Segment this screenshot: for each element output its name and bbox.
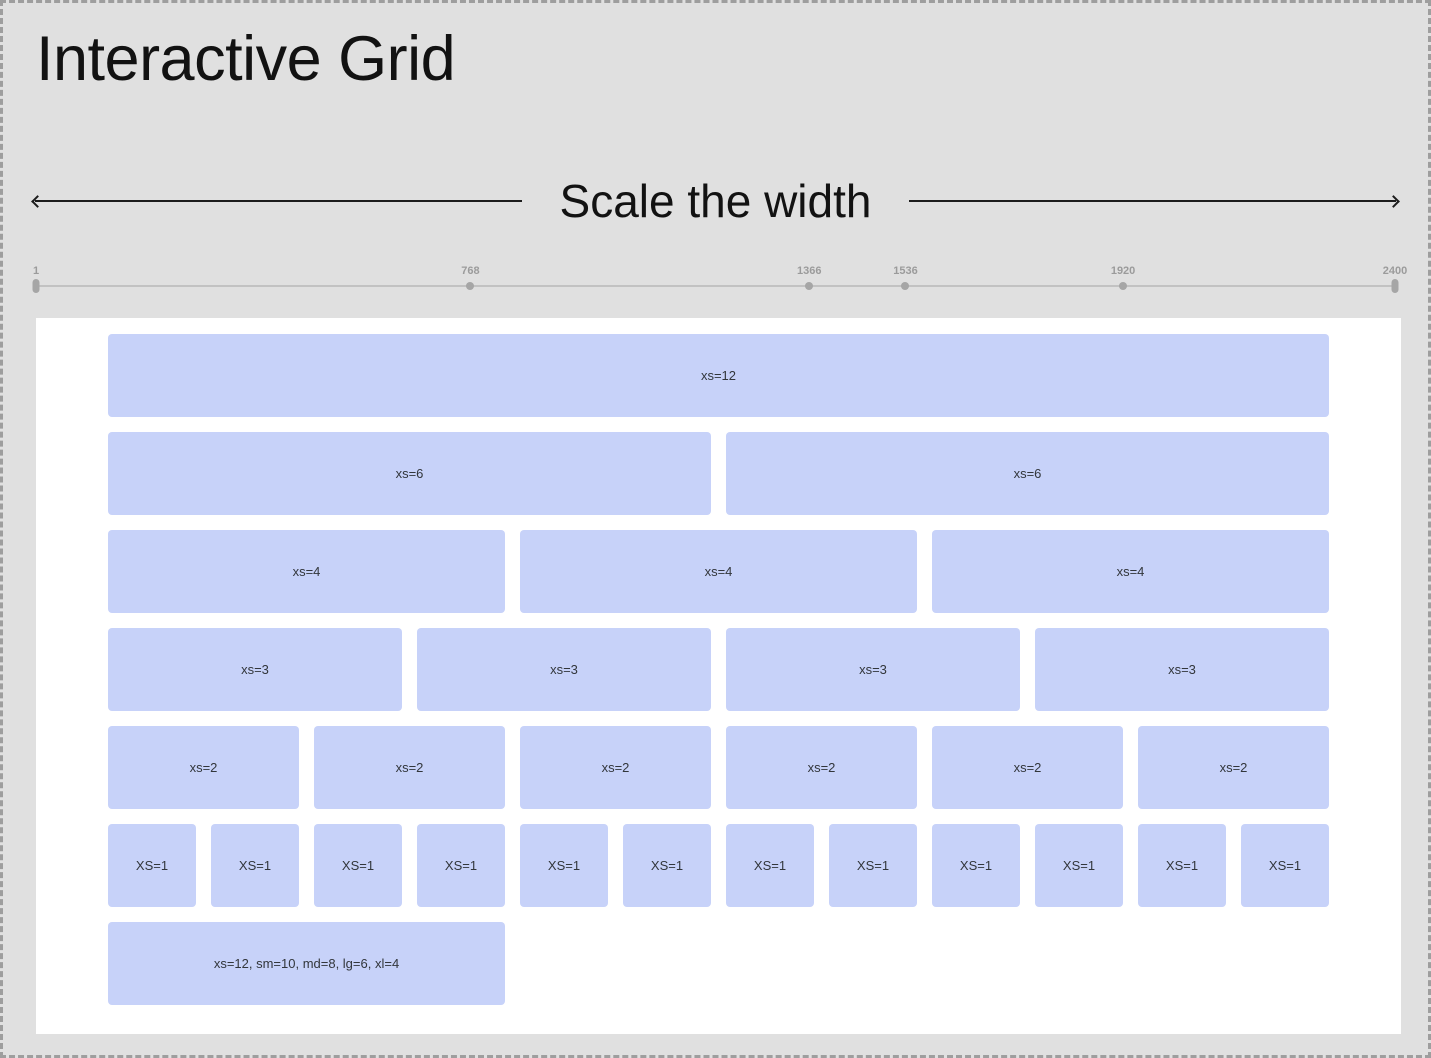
grid-cell: xs=3 — [108, 628, 402, 711]
grid-cell: XS=1 — [211, 824, 299, 907]
grid-cell: XS=1 — [829, 824, 917, 907]
slider-dot-icon — [466, 282, 475, 290]
grid-row-xs3: xs=3 xs=3 xs=3 xs=3 — [108, 628, 1329, 711]
slider-handle-min[interactable] — [32, 279, 40, 293]
grid-cell: xs=3 — [417, 628, 711, 711]
grid-cell: xs=6 — [726, 432, 1329, 515]
arrow-right-icon — [909, 194, 1400, 208]
grid-cell: xs=2 — [520, 726, 711, 809]
grid-cell: XS=1 — [1241, 824, 1329, 907]
scale-width-label: Scale the width — [559, 175, 872, 227]
grid-cell: xs=4 — [520, 530, 917, 613]
grid-row-xs12: xs=12 — [108, 334, 1329, 417]
slider-dot-icon — [1119, 282, 1128, 290]
grid-cell: xs=2 — [1138, 726, 1329, 809]
grid-cell: xs=2 — [108, 726, 299, 809]
grid-cell: XS=1 — [314, 824, 402, 907]
arrow-left-icon — [31, 194, 522, 208]
grid-cell: xs=2 — [314, 726, 505, 809]
grid-cell: xs=2 — [932, 726, 1123, 809]
width-slider[interactable]: 1 768 1366 1536 1920 2400 — [32, 255, 1407, 303]
grid-cell: XS=1 — [932, 824, 1020, 907]
grid-row-xs2: xs=2 xs=2 xs=2 xs=2 xs=2 xs=2 — [108, 726, 1329, 809]
grid-cell: XS=1 — [1035, 824, 1123, 907]
grid-cell: XS=1 — [520, 824, 608, 907]
grid-cell: XS=1 — [108, 824, 196, 907]
grid-cell: XS=1 — [417, 824, 505, 907]
grid-cell: xs=2 — [726, 726, 917, 809]
scale-width-header: Scale the width — [31, 169, 1400, 233]
grid-cell: XS=1 — [1138, 824, 1226, 907]
grid-row-xs4: xs=4 xs=4 xs=4 — [108, 530, 1329, 613]
grid-cell: xs=6 — [108, 432, 711, 515]
grid-demo-panel: xs=12 xs=6 xs=6 xs=4 xs=4 xs=4 xs=3 xs=3… — [36, 318, 1401, 1034]
slider-dot-icon — [901, 282, 910, 290]
grid-row-xs6: xs=6 xs=6 — [108, 432, 1329, 515]
grid-rows: xs=12 xs=6 xs=6 xs=4 xs=4 xs=4 xs=3 xs=3… — [108, 334, 1329, 1005]
grid-row-xs1: XS=1 XS=1 XS=1 XS=1 XS=1 XS=1 XS=1 XS=1 … — [108, 824, 1329, 907]
grid-cell: xs=12, sm=10, md=8, lg=6, xl=4 — [108, 922, 505, 1005]
grid-cell: xs=4 — [932, 530, 1329, 613]
grid-cell: xs=3 — [1035, 628, 1329, 711]
grid-row-responsive: xs=12, sm=10, md=8, lg=6, xl=4 — [108, 922, 1329, 1005]
slider-dot-icon — [805, 282, 814, 290]
grid-cell: xs=4 — [108, 530, 505, 613]
grid-cell: XS=1 — [623, 824, 711, 907]
grid-cell: XS=1 — [726, 824, 814, 907]
slider-track[interactable] — [36, 285, 1395, 287]
page-title: Interactive Grid — [36, 24, 456, 94]
grid-cell: xs=12 — [108, 334, 1329, 417]
grid-cell: xs=3 — [726, 628, 1020, 711]
slider-handle-max[interactable] — [1391, 279, 1399, 293]
